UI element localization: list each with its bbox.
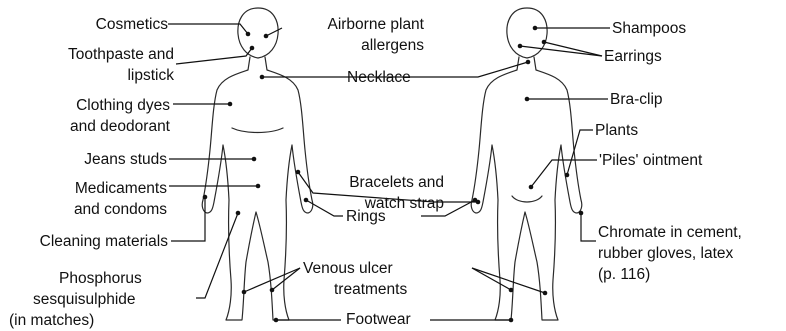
label-medicaments-condoms: Medicaments and condoms bbox=[20, 178, 167, 220]
label-line: (in matches) bbox=[9, 310, 142, 331]
front-body-outline bbox=[202, 57, 313, 320]
label-plants: Plants bbox=[595, 120, 638, 141]
label-chromate: Chromate in cement, rubber gloves, latex… bbox=[598, 222, 742, 285]
label-line: and condoms bbox=[20, 199, 167, 220]
label-line: allergens bbox=[285, 35, 424, 56]
front-chest-line bbox=[232, 128, 283, 133]
label-line: Clothing dyes bbox=[20, 95, 170, 116]
label-necklace: Necklace bbox=[347, 67, 411, 88]
label-rings: Rings bbox=[346, 206, 386, 227]
label-line: Chromate in cement, bbox=[598, 222, 742, 243]
label-line: lipstick bbox=[20, 65, 174, 86]
label-clothing-dyes: Clothing dyes and deodorant bbox=[20, 95, 170, 137]
label-line: sesquisulphide bbox=[33, 289, 142, 310]
label-jeans-studs: Jeans studs bbox=[20, 149, 167, 170]
label-line: Airborne plant bbox=[285, 14, 424, 35]
label-footwear: Footwear bbox=[346, 309, 411, 330]
label-line: Toothpaste and bbox=[20, 44, 174, 65]
back-buttock-line bbox=[512, 196, 542, 202]
back-head bbox=[507, 8, 547, 58]
label-shampoos: Shampoos bbox=[612, 18, 686, 39]
label-cleaning-materials: Cleaning materials bbox=[0, 231, 168, 252]
label-line: rubber gloves, latex bbox=[598, 243, 742, 264]
label-phosphorus: Phosphorus sesquisulphide (in matches) bbox=[33, 268, 142, 331]
label-line: (p. 116) bbox=[598, 264, 742, 285]
label-piles-ointment: 'Piles' ointment bbox=[599, 150, 702, 171]
label-earrings: Earrings bbox=[604, 46, 662, 67]
label-airborne-allergens: Airborne plant allergens bbox=[285, 14, 424, 56]
label-bra-clip: Bra-clip bbox=[610, 89, 663, 110]
label-line: Venous ulcer bbox=[303, 258, 407, 279]
label-toothpaste-lipstick: Toothpaste and lipstick bbox=[20, 44, 174, 86]
label-line: Phosphorus bbox=[33, 268, 142, 289]
label-line: and deodorant bbox=[20, 116, 170, 137]
label-venous-ulcer: Venous ulcer treatments bbox=[303, 258, 407, 300]
label-line: Medicaments bbox=[20, 178, 167, 199]
back-body-outline bbox=[471, 57, 582, 320]
label-cosmetics: Cosmetics bbox=[40, 14, 168, 35]
label-line: treatments bbox=[303, 279, 407, 300]
label-line: Bracelets and bbox=[316, 172, 444, 193]
